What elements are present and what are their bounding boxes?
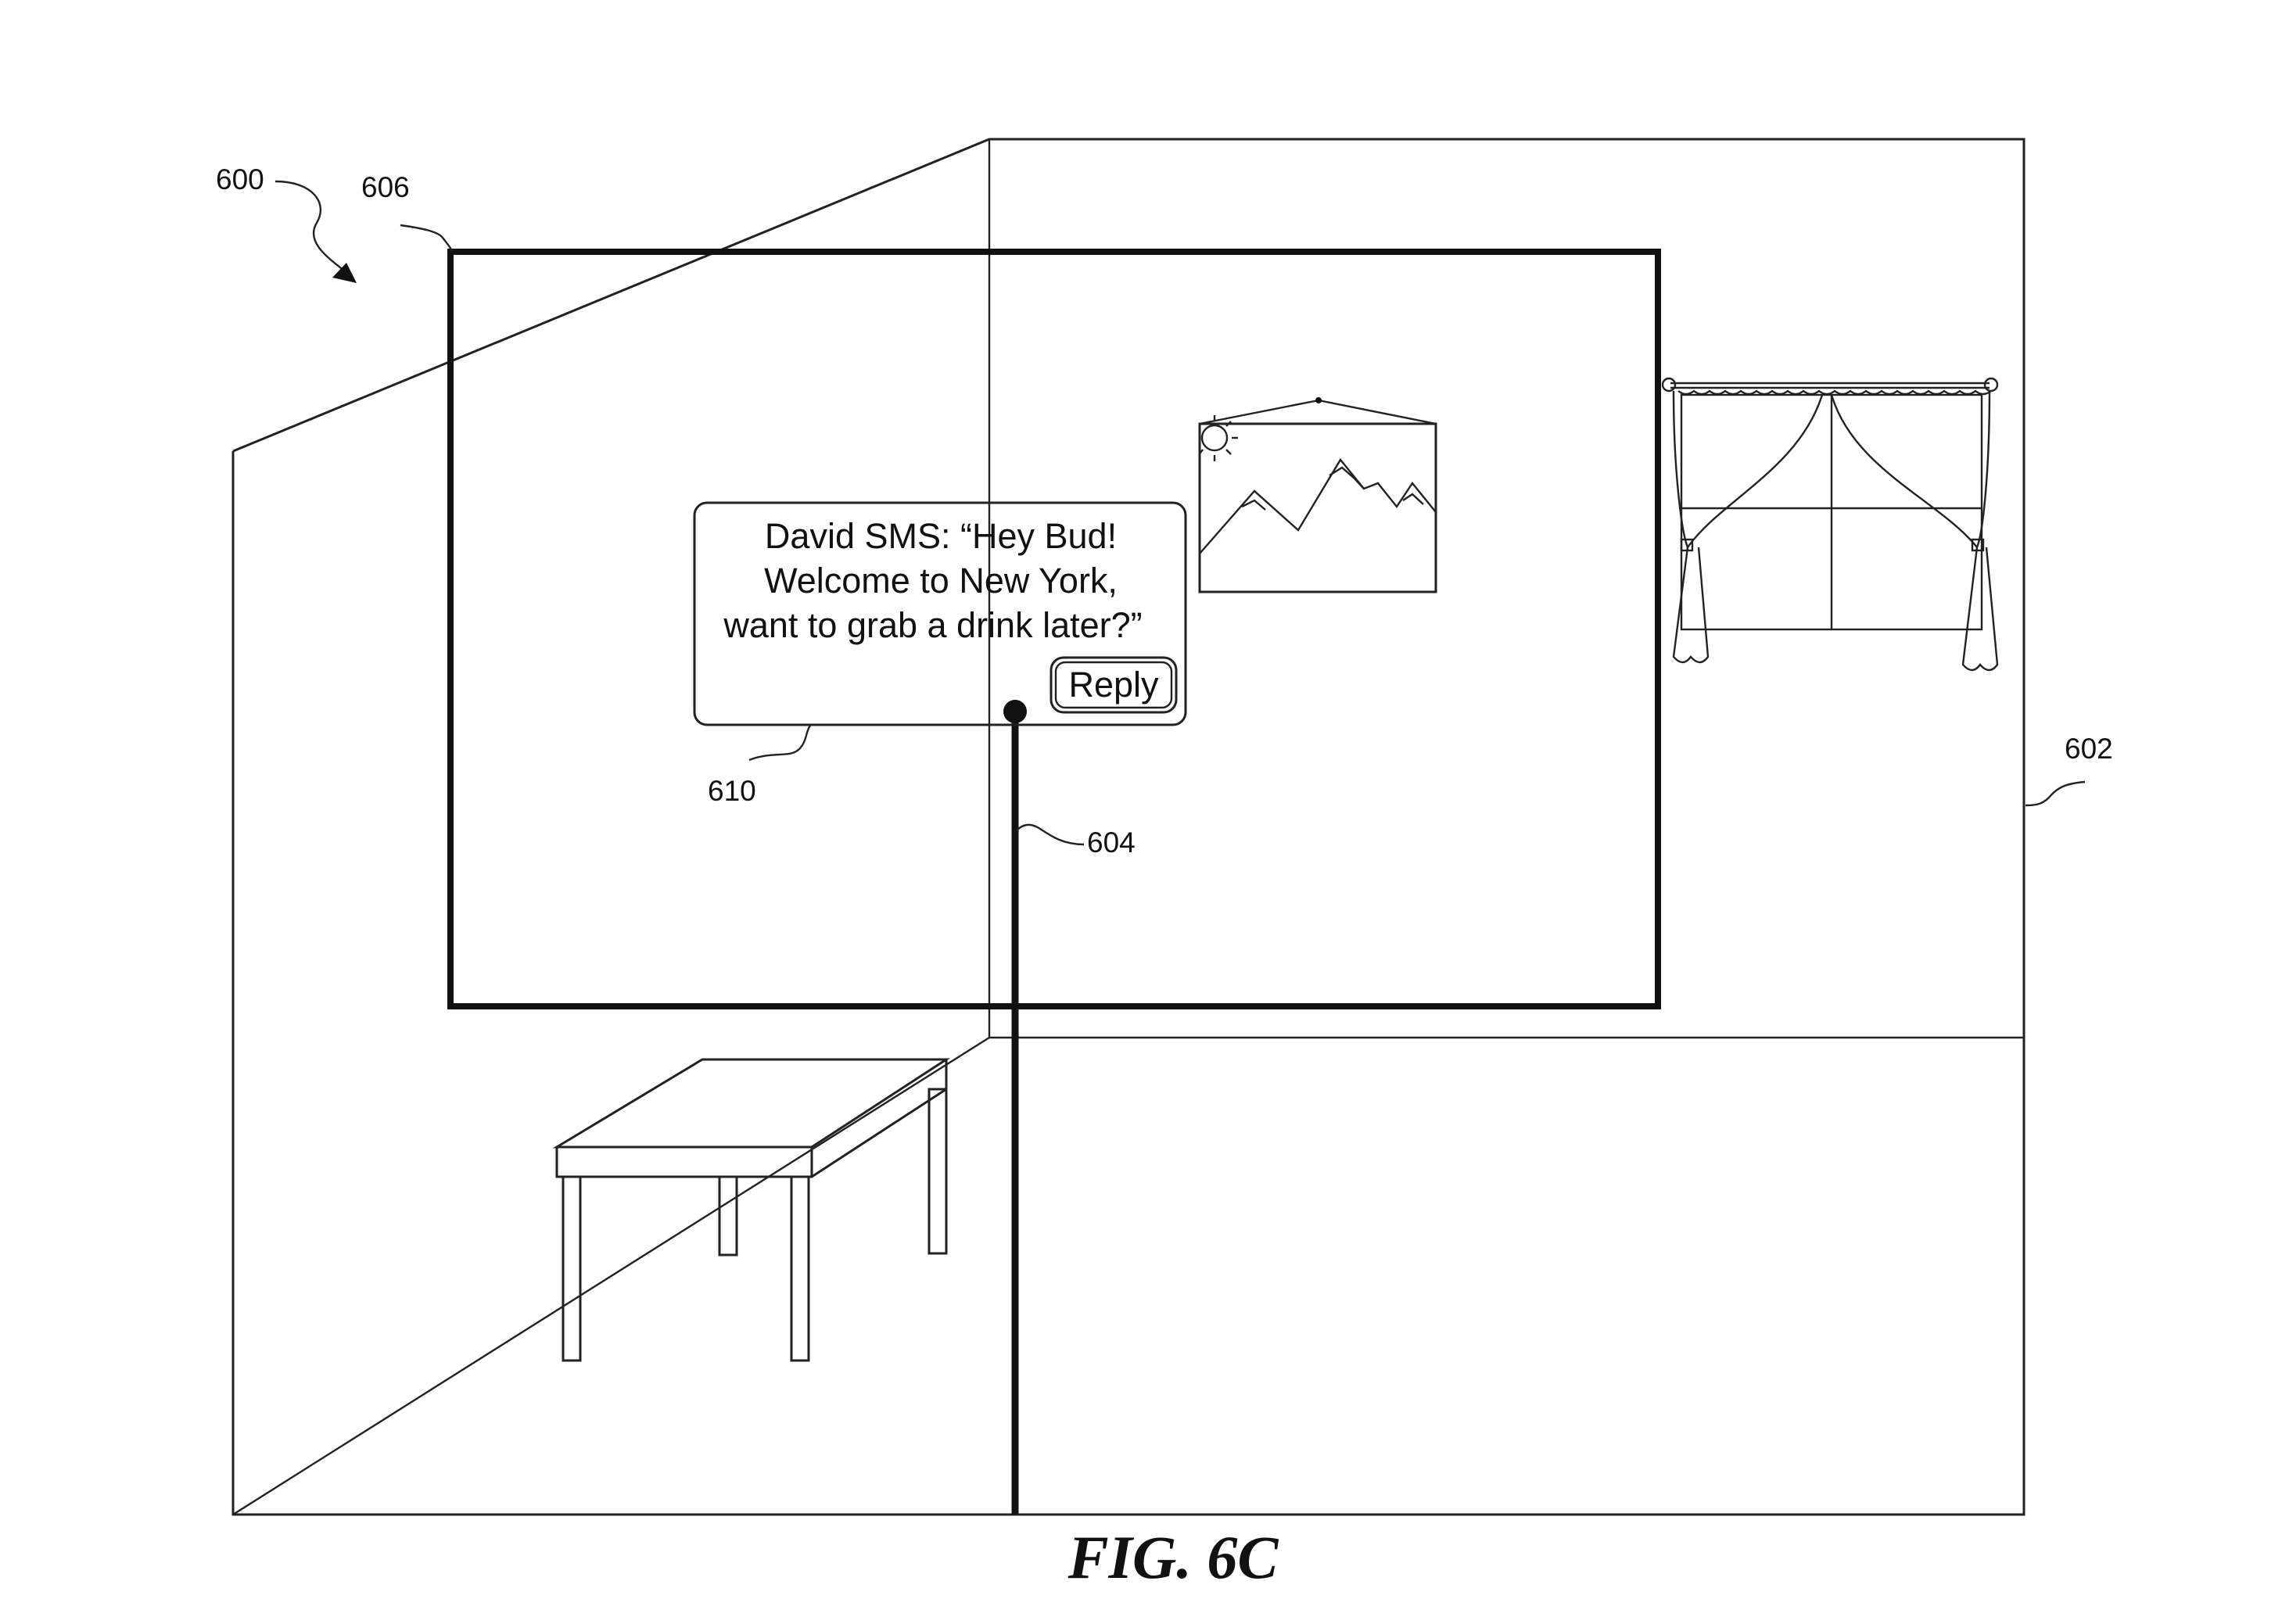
- reference-602: 602: [2025, 733, 2113, 807]
- reference-606: 606: [361, 171, 454, 253]
- window: [1661, 377, 1999, 672]
- ref-606-label: 606: [361, 171, 410, 203]
- reference-600: 600: [216, 163, 357, 283]
- sms-notification[interactable]: David SMS: “Hey Bud! Welcome to New York…: [693, 501, 1187, 726]
- wall-picture: [1198, 397, 1437, 593]
- ref-604-label: 604: [1087, 826, 1136, 859]
- notification-line-2: Welcome to New York,: [764, 561, 1118, 600]
- ref-602-label: 602: [2065, 733, 2113, 765]
- arrow-head-icon: [332, 263, 357, 283]
- ref-610-label: 610: [708, 775, 756, 807]
- reply-label: Reply: [1068, 665, 1159, 704]
- reference-610: 610: [708, 725, 812, 807]
- reference-604: 604: [1016, 823, 1136, 859]
- notification-line-3: want to grab a drink later?”: [723, 605, 1142, 645]
- mountains-icon: [1199, 457, 1437, 554]
- figure-caption: FIG. 6C: [1067, 1523, 1279, 1591]
- field-of-view-frame: [447, 249, 1661, 1009]
- table: [552, 1058, 951, 1362]
- notification-line-1: David SMS: “Hey Bud!: [765, 516, 1117, 556]
- gaze-ray: [1003, 700, 1027, 1515]
- reply-button[interactable]: Reply: [1050, 656, 1178, 714]
- sun-icon: [1199, 415, 1238, 461]
- ref-600-label: 600: [216, 163, 264, 195]
- room: [231, 138, 2025, 1516]
- gaze-point: [1003, 700, 1027, 723]
